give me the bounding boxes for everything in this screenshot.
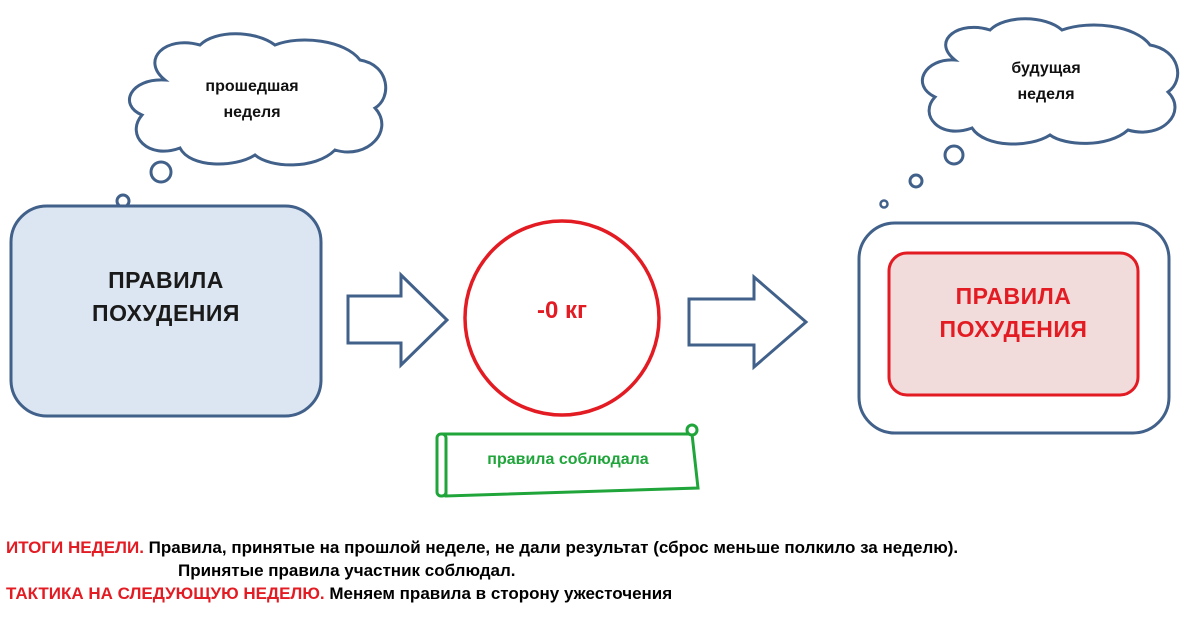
rules-box-future-label: ПРАВИЛА ПОХУДЕНИЯ (889, 280, 1138, 347)
results-text: Правила, принятые на прошлой неделе, не … (148, 538, 959, 557)
future-cloud-line2: неделя (1017, 85, 1075, 103)
tactic-text: Меняем правила в сторону ужесточения (329, 584, 673, 603)
rules-box-future-line2: ПОХУДЕНИЯ (939, 316, 1088, 343)
summary-line-3: ТАКТИКА НА СЛЕДУЮЩУЮ НЕДЕЛЮ. Меняем прав… (6, 584, 672, 604)
past-cloud-bubble-large (149, 160, 173, 184)
results-text-2: Принятые правила участник соблюдал. (178, 561, 516, 580)
rules-box-future-inner (887, 251, 1140, 397)
rules-box-past (9, 204, 323, 418)
tactic-heading: ТАКТИКА НА СЛЕДУЮЩУЮ НЕДЕЛЮ. (6, 584, 325, 603)
result-circle (463, 219, 661, 417)
scroll-banner (435, 423, 700, 498)
arrow-right-1 (346, 271, 450, 369)
results-heading: ИТОГИ НЕДЕЛИ. (6, 538, 144, 557)
future-week-cloud (921, 17, 1180, 146)
past-cloud-line1: прошедшая (205, 78, 299, 95)
future-cloud-bubble-medium (908, 173, 924, 189)
future-cloud-bubble-small (879, 199, 889, 209)
rules-box-future-line1: ПРАВИЛА (955, 283, 1072, 309)
future-cloud-bubble-large (943, 144, 965, 166)
past-cloud-line2: неделя (223, 103, 281, 121)
rules-box-past-line2: ПОХУДЕНИЯ (92, 300, 240, 327)
summary-line-1: ИТОГИ НЕДЕЛИ. Правила, принятые на прошл… (6, 538, 958, 558)
arrow-right-2 (687, 273, 809, 371)
result-value: -0 кг (536, 297, 587, 324)
past-week-cloud (128, 32, 388, 167)
rules-box-past-line1: ПРАВИЛА (108, 267, 224, 293)
future-cloud-label: будущая неделя (976, 56, 1116, 107)
future-cloud-line1: будущая (1011, 60, 1081, 77)
summary-line-2: Принятые правила участник соблюдал. (178, 561, 516, 581)
rules-box-past-label: ПРАВИЛА ПОХУДЕНИЯ (11, 264, 321, 331)
scroll-note-text: правила соблюдала (487, 451, 649, 468)
past-cloud-label: прошедшая неделя (182, 74, 322, 125)
